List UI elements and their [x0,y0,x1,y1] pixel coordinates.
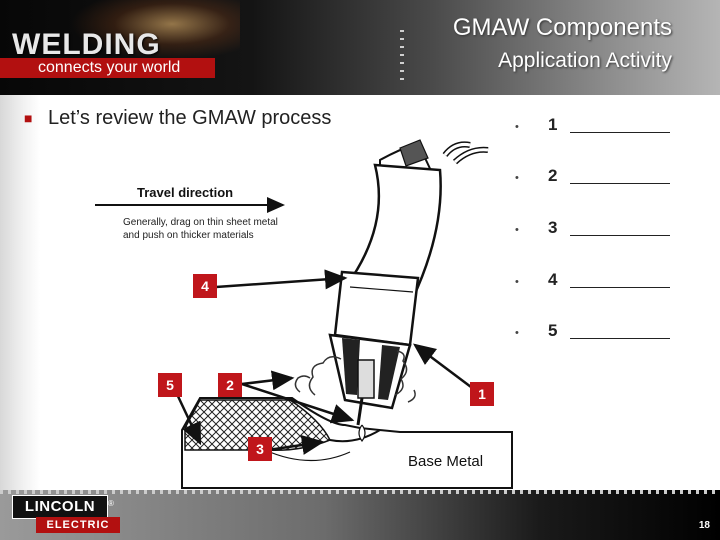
answer-item: • 5 [515,321,675,347]
callout-arrow-5 [174,391,202,446]
answer-number: 3 [548,218,558,237]
footer-bar [0,490,720,540]
footer-divider [0,490,720,494]
weld-puddle [329,429,381,443]
answer-blank [570,235,670,236]
bullet-icon: • [515,172,519,184]
slide-subtitle: Application Activity [498,49,672,72]
arc [358,424,366,443]
answer-number: 2 [548,166,558,185]
callout-arrow-3 [267,435,325,455]
shielding-gas [294,350,416,403]
callout-arrow-2b [241,382,355,424]
callout-arrow-2 [241,370,295,391]
callout-arrow-1 [413,343,476,391]
logo-bottom-text: ELECTRIC [36,517,120,533]
header-banner: WELDING connects your world GMAW Compone… [0,0,720,95]
electrode-wire [356,397,364,426]
bullet-icon: • [515,327,519,339]
logo-top-text: LINCOLN [12,495,108,519]
answer-blank [570,132,670,133]
badge-3: 3 [248,437,272,461]
answer-item: • 2 [515,166,675,192]
slide-title: GMAW Components [452,14,672,41]
page-number: 18 [698,520,710,531]
welding-gun [328,270,420,426]
callout-arrows [174,269,476,455]
answer-item: • 1 [515,115,675,141]
divider-dots [400,30,404,86]
answer-blank [570,183,670,184]
brand-tagline-bar: connects your world [0,58,215,78]
badge-2: 2 [218,373,242,397]
answer-item: • 4 [515,270,675,296]
bullet-icon: • [515,121,519,133]
travel-direction-label: Travel direction [137,185,234,200]
gun-cable [344,139,489,302]
travel-direction-note: Generally, drag on thin sheet metal and … [123,217,278,241]
heading-text: Let’s review the GMAW process [48,107,332,129]
answer-number: 4 [548,270,558,289]
registered-mark: ® [108,499,114,508]
badge-4: 4 [193,274,217,298]
answer-number: 1 [548,115,558,134]
lincoln-electric-logo: LINCOLN ELECTRIC ® [12,495,120,533]
callout-arrow-4 [215,269,348,290]
welding-sparks-image [70,0,240,60]
base-metal-label: Base Metal [408,453,484,470]
bullet-icon: • [515,224,519,236]
answer-item: • 3 [515,218,675,244]
answer-blank [570,338,670,339]
brand-tagline: connects your world [38,59,181,76]
brand-logo-welding: WELDING [12,28,161,61]
left-decorative-strip [0,95,40,490]
badge-1: 1 [470,382,494,406]
bullet-icon: • [515,276,519,288]
badge-5: 5 [158,373,182,397]
answer-blank [570,287,670,288]
bullet-icon: ■ [24,110,33,126]
answer-number: 5 [548,321,558,340]
